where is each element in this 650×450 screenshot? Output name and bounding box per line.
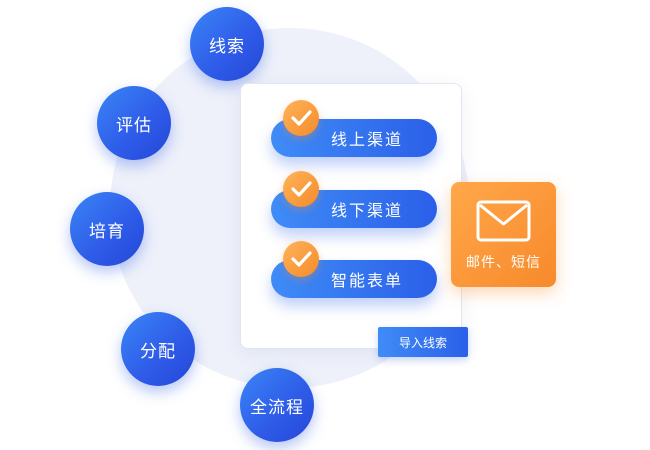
stage-label: 线索	[209, 36, 245, 57]
stage-node-assign: 分配	[121, 312, 195, 386]
checkmark-icon	[283, 241, 319, 277]
stage-node-full-process: 全流程	[240, 368, 314, 442]
checkmark-icon	[283, 171, 319, 207]
import-leads-button[interactable]: 导入线索	[378, 327, 468, 357]
mail-sms-card: 邮件、短信	[451, 182, 556, 287]
stage-node-leads: 线索	[190, 7, 264, 81]
checkmark-icon	[283, 100, 319, 136]
channel-online: 线上渠道	[271, 119, 437, 157]
stage-label: 全流程	[250, 397, 304, 418]
channel-label: 线上渠道	[330, 130, 403, 149]
stage-node-evaluate: 评估	[97, 86, 171, 160]
stage-label: 评估	[116, 115, 152, 136]
channel-label: 智能表单	[330, 271, 403, 290]
channel-label: 线下渠道	[330, 201, 403, 220]
stage-label: 培育	[89, 221, 125, 242]
mail-sms-label: 邮件、短信	[466, 255, 541, 271]
stage-node-nurture: 培育	[70, 192, 144, 266]
stage-label: 分配	[140, 341, 176, 362]
envelope-icon	[476, 200, 531, 242]
